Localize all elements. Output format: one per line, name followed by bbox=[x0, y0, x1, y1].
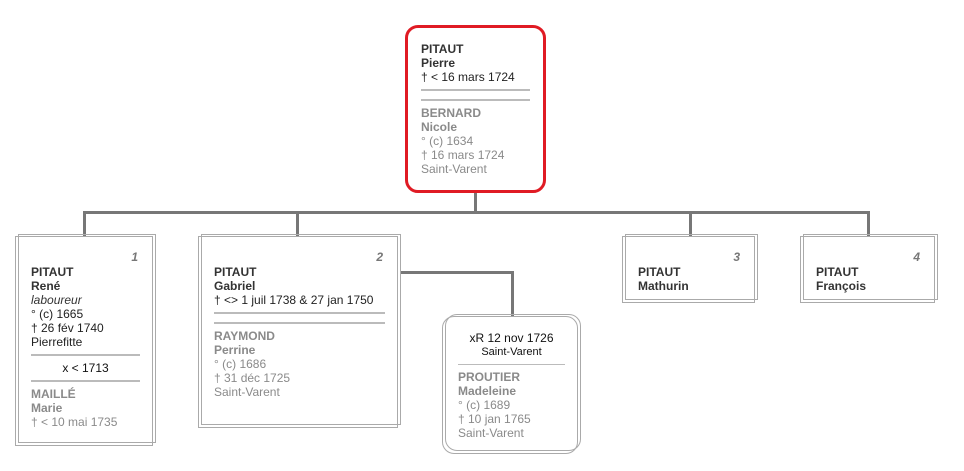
second-marriage-event: xR 12 nov 1726 bbox=[469, 331, 554, 345]
root-wife-death: † 16 mars 1724 bbox=[421, 148, 505, 162]
divider bbox=[458, 364, 565, 365]
spouse-death: † 10 jan 1765 bbox=[458, 412, 531, 426]
child-surname: PITAUT bbox=[816, 265, 859, 279]
root-husband-surname: PITAUT bbox=[421, 42, 464, 56]
root-husband-given: Pierre bbox=[421, 56, 456, 70]
spouse-given: Madeleine bbox=[458, 384, 517, 398]
spouse-surname: PROUTIER bbox=[458, 370, 521, 384]
spouse-given: Marie bbox=[31, 401, 63, 415]
spouse-death: † < 10 mai 1735 bbox=[31, 415, 118, 429]
child-card-3[interactable]: 3 PITAUT Mathurin bbox=[622, 234, 758, 303]
connector-second-marriage-h bbox=[400, 271, 514, 274]
child-surname: PITAUT bbox=[31, 265, 74, 279]
child-given: Mathurin bbox=[638, 279, 689, 293]
child-card-1[interactable]: 1 PITAUT René laboureur ° (c) 1665 † 26 … bbox=[15, 234, 156, 446]
root-wife-surname: BERNARD bbox=[421, 106, 481, 120]
child-number: 3 bbox=[733, 250, 740, 264]
child-surname: PITAUT bbox=[214, 265, 257, 279]
connector-second-marriage-v bbox=[511, 271, 514, 316]
spouse-birth: ° (c) 1686 bbox=[214, 357, 267, 371]
child-card-2[interactable]: 2 PITAUT Gabriel † <> 1 juil 1738 & 27 j… bbox=[198, 234, 401, 428]
child-surname: PITAUT bbox=[638, 265, 681, 279]
child-place: Pierrefitte bbox=[31, 335, 83, 349]
divider bbox=[31, 380, 140, 382]
divider bbox=[421, 89, 530, 91]
spouse-given: Perrine bbox=[214, 343, 256, 357]
divider bbox=[31, 354, 140, 356]
child-given: François bbox=[816, 279, 867, 293]
child-death: † 26 fév 1740 bbox=[31, 321, 104, 335]
child-given: Gabriel bbox=[214, 279, 256, 293]
child-number: 4 bbox=[913, 250, 920, 264]
root-wife-given: Nicole bbox=[421, 120, 458, 134]
divider bbox=[421, 99, 530, 101]
connector-child-2 bbox=[296, 211, 299, 236]
spouse-death: † 31 déc 1725 bbox=[214, 371, 291, 385]
root-husband-death: † < 16 mars 1724 bbox=[421, 70, 515, 84]
connector-child-4 bbox=[867, 211, 870, 236]
marriage-info: x < 1713 bbox=[62, 361, 109, 375]
child-birth: ° (c) 1665 bbox=[31, 307, 84, 321]
connector-root-down bbox=[474, 193, 477, 213]
second-marriage-place: Saint-Varent bbox=[481, 346, 542, 358]
spouse-surname: RAYMOND bbox=[214, 329, 275, 343]
child-death: † <> 1 juil 1738 & 27 jan 1750 bbox=[214, 293, 374, 307]
connector-child-1 bbox=[83, 211, 86, 236]
root-wife-place: Saint-Varent bbox=[421, 162, 487, 176]
divider bbox=[214, 312, 385, 314]
connector-siblings bbox=[83, 211, 870, 214]
child-number: 2 bbox=[376, 250, 383, 264]
child-occupation: laboureur bbox=[31, 293, 82, 307]
divider bbox=[214, 322, 385, 324]
connector-child-3 bbox=[689, 211, 692, 236]
root-wife-birth: ° (c) 1634 bbox=[421, 134, 474, 148]
spouse-place: Saint-Varent bbox=[214, 385, 280, 399]
spouse-birth: ° (c) 1689 bbox=[458, 398, 511, 412]
root-couple-card[interactable]: PITAUT Pierre † < 16 mars 1724 BERNARD N… bbox=[405, 25, 546, 193]
spouse-place: Saint-Varent bbox=[458, 426, 524, 440]
child-card-4[interactable]: 4 PITAUT François bbox=[800, 234, 938, 303]
child-number: 1 bbox=[131, 250, 138, 264]
child-given: René bbox=[31, 279, 61, 293]
spouse-surname: MAILLÉ bbox=[31, 387, 76, 401]
second-spouse-card[interactable]: xR 12 nov 1726 Saint-Varent PROUTIER Mad… bbox=[442, 314, 581, 454]
